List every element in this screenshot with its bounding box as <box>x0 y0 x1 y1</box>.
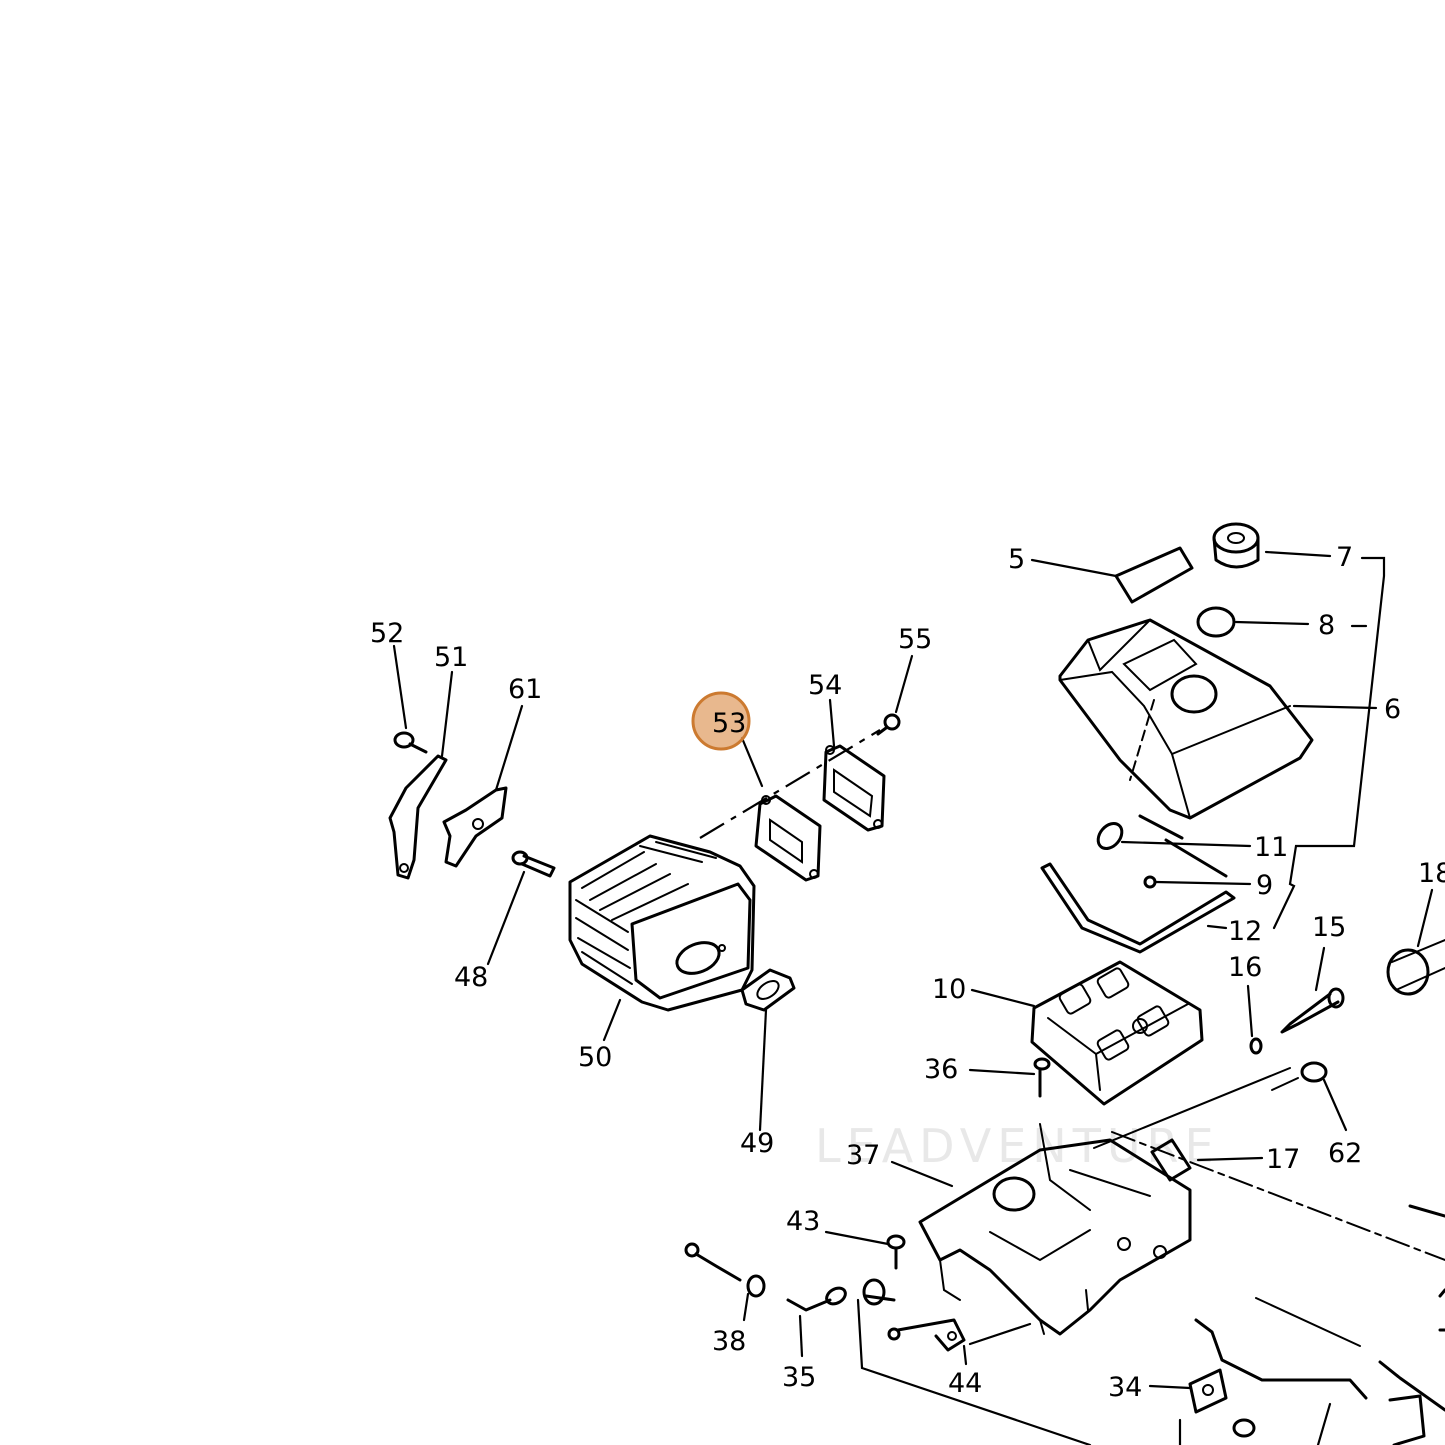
callout-7[interactable]: 7 <box>1336 542 1353 573</box>
callout-labels: 5 7 8 6 11 9 12 18 15 16 10 36 62 17 37 … <box>370 542 1445 1403</box>
part-51-bracket[interactable] <box>388 754 448 880</box>
callout-62[interactable]: 62 <box>1328 1138 1362 1169</box>
part-linkage-rods <box>1194 1204 1445 1445</box>
callout-51[interactable]: 51 <box>434 642 468 673</box>
part-55-bolt[interactable] <box>876 713 901 736</box>
callout-18[interactable]: 18 <box>1418 858 1445 889</box>
callout-44[interactable]: 44 <box>948 1368 982 1399</box>
part-12-strap[interactable] <box>1040 862 1236 954</box>
callout-49[interactable]: 49 <box>740 1128 774 1159</box>
part-48-stud[interactable] <box>511 850 556 878</box>
highlight-marker <box>691 691 751 751</box>
callout-48[interactable]: 48 <box>454 962 488 993</box>
callout-61[interactable]: 61 <box>508 674 542 705</box>
callout-54[interactable]: 54 <box>808 670 842 701</box>
part-36-bolt[interactable] <box>1033 1057 1051 1098</box>
callout-43[interactable]: 43 <box>786 1206 820 1237</box>
part-49-gasket[interactable] <box>740 968 796 1012</box>
callout-15[interactable]: 15 <box>1312 912 1346 943</box>
part-52-bolt[interactable] <box>393 731 428 754</box>
part-10-air-cleaner[interactable] <box>1030 960 1204 1106</box>
callout-52[interactable]: 52 <box>370 618 404 649</box>
callout-6[interactable]: 6 <box>1384 694 1401 725</box>
callout-34[interactable]: 34 <box>1108 1372 1142 1403</box>
part-37-frame[interactable] <box>918 1067 1445 1336</box>
part-18-cap[interactable] <box>1386 939 1445 996</box>
part-43-screw[interactable] <box>886 1234 906 1270</box>
part-34-plate[interactable] <box>1188 1368 1228 1414</box>
part-8-o-ring[interactable] <box>1196 606 1236 638</box>
callout-8[interactable]: 8 <box>1318 610 1335 641</box>
callout-50[interactable]: 50 <box>578 1042 612 1073</box>
leader-lines <box>392 550 1434 1445</box>
part-15-screw[interactable] <box>1280 987 1345 1034</box>
part-7-cap[interactable] <box>1212 522 1260 569</box>
callout-5[interactable]: 5 <box>1008 544 1025 575</box>
part-17-gasket[interactable] <box>1150 1138 1192 1182</box>
part-9-ring[interactable] <box>1143 875 1157 889</box>
part-44-bracket[interactable] <box>887 1318 966 1352</box>
part-35-cable[interactable] <box>786 1278 896 1312</box>
part-5-label[interactable] <box>1114 546 1194 604</box>
callout-36[interactable]: 36 <box>924 1054 958 1085</box>
callout-55[interactable]: 55 <box>898 624 932 655</box>
callout-38[interactable]: 38 <box>712 1326 746 1357</box>
part-54-gasket[interactable] <box>822 744 886 832</box>
callout-35[interactable]: 35 <box>782 1362 816 1393</box>
part-6-fuel-tank[interactable] <box>1058 618 1314 820</box>
part-61-plate[interactable] <box>442 786 508 868</box>
part-53-gasket[interactable] <box>754 794 822 882</box>
callout-9[interactable]: 9 <box>1256 870 1273 901</box>
callout-37[interactable]: 37 <box>846 1140 880 1171</box>
callout-11[interactable]: 11 <box>1254 832 1288 863</box>
part-38-plug-cap[interactable] <box>684 1242 766 1298</box>
part-50-muffler[interactable] <box>568 834 756 1012</box>
callout-17[interactable]: 17 <box>1266 1144 1300 1175</box>
part-16-o-ring[interactable] <box>1249 1037 1263 1055</box>
part-11-filter[interactable] <box>1093 814 1228 878</box>
part-62-plug[interactable] <box>1271 1061 1328 1091</box>
callout-12[interactable]: 12 <box>1228 916 1262 947</box>
callout-16[interactable]: 16 <box>1228 952 1262 983</box>
callout-53[interactable]: 53 <box>712 708 746 739</box>
callout-10[interactable]: 10 <box>932 974 966 1005</box>
part-assembly-axis-53 <box>699 729 881 839</box>
